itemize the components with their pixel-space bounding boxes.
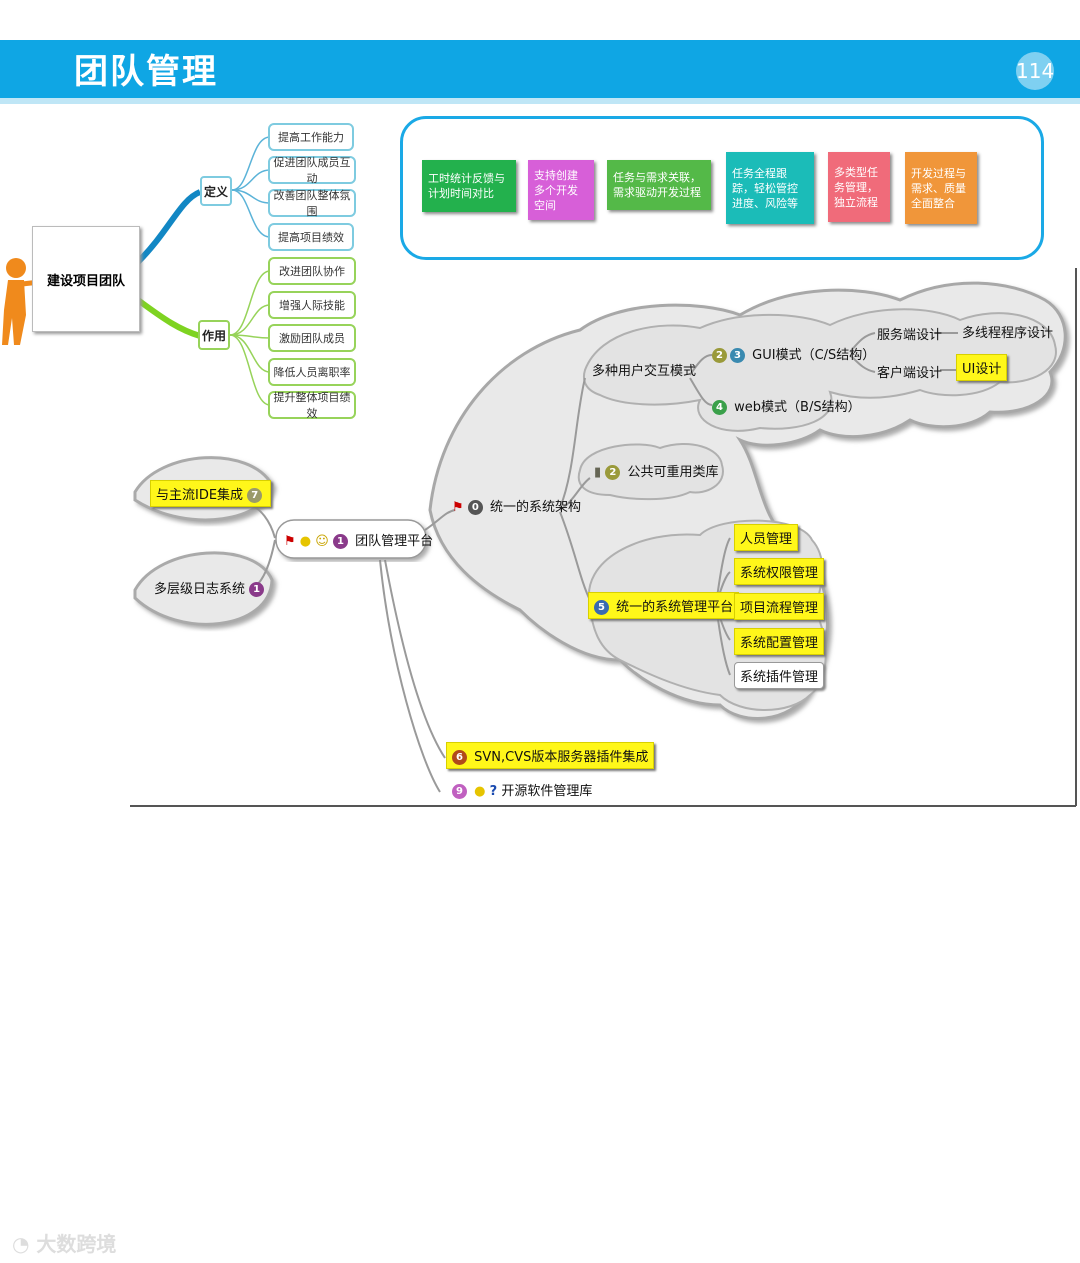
presenter-figure-icon [2, 258, 41, 345]
definition-item: 提高工作能力 [268, 123, 354, 151]
mindmap-center-node: ⚑ ● ☺ 1 团队管理平台 [284, 534, 434, 549]
badge-4: 4 [712, 400, 727, 415]
node-ide-integration: 与主流IDE集成 7 [150, 480, 272, 507]
feature-card: 多类型任务管理，独立流程 [828, 152, 890, 222]
mgmt-item: 系统配置管理 [734, 628, 825, 655]
watermark-logo-icon: ◔ [12, 1232, 30, 1256]
bulb-icon: ● [299, 534, 312, 549]
category-function: 作用 [198, 320, 230, 350]
root-board: 建设项目团队 [32, 226, 140, 332]
node-architecture: ⚑ 0 统一的系统架构 [452, 500, 581, 515]
badge-2: 2 [605, 465, 621, 480]
badge-7: 7 [247, 488, 263, 503]
definition-item: 提高项目绩效 [268, 223, 354, 251]
function-item: 激励团队成员 [268, 324, 356, 352]
badge-9: 9 [452, 784, 467, 799]
left-tree-connectors [2, 136, 271, 406]
feature-card: 任务全程跟踪，轻松管控进度、风险等 [726, 152, 814, 224]
node-server-design: 服务端设计 [877, 328, 943, 343]
node-interaction-modes: 多种用户交互模式 [592, 364, 697, 379]
badge-1: 1 [332, 534, 348, 549]
feature-card: 任务与需求关联，需求驱动开发过程 [607, 160, 711, 210]
mgmt-item: 项目流程管理 [734, 593, 825, 620]
node-web-mode: 4 web模式（B/S结构） [712, 396, 861, 415]
node-reusable-library: ▮ 2 公共可重用类库 [594, 465, 719, 480]
node-log-system: 多层级日志系统 1 [154, 578, 267, 597]
mgmt-item: 系统权限管理 [734, 558, 825, 585]
function-item: 改进团队协作 [268, 257, 356, 285]
definition-item: 促进团队成员互动 [268, 156, 356, 185]
page-title: 团队管理 [74, 52, 218, 92]
page-number-badge: 114 [1016, 52, 1054, 90]
badge-2: 2 [712, 348, 727, 363]
flag-icon: ⚑ [284, 534, 296, 549]
category-definition: 定义 [200, 176, 232, 206]
mindmap-clouds [130, 268, 1077, 807]
feature-card: 支持创建多个开发空间 [528, 160, 594, 220]
feature-card: 开发过程与需求、质量全面整合 [905, 152, 977, 224]
header-underline [0, 98, 1080, 104]
mgmt-item: 人员管理 [734, 524, 799, 551]
node-open-source: 9 ● ? 开源软件管理库 [452, 780, 592, 799]
question-icon: ? [489, 784, 498, 799]
function-item: 增强人际技能 [268, 291, 356, 319]
feature-card: 工时统计反馈与计划时间对比 [422, 160, 516, 212]
badge-3: 3 [730, 348, 745, 363]
badge-1: 1 [249, 582, 265, 597]
flag-icon: ⚑ [452, 500, 464, 515]
badge-0: 0 [467, 500, 483, 515]
bulb-icon: ● [474, 784, 486, 799]
mgmt-item: 系统插件管理 [734, 662, 825, 689]
node-ui-design: UI设计 [956, 354, 1008, 381]
node-management-platform: 5 统一的系统管理平台 [588, 592, 740, 619]
node-multithread-design: 多线程程序设计 [962, 326, 1054, 341]
smiley-icon: ☺ [315, 534, 329, 549]
watermark: ◔ 大数跨境 [12, 1232, 117, 1256]
function-item: 提升整体项目绩效 [268, 391, 356, 420]
badge-6: 6 [452, 750, 467, 765]
function-item: 降低人员离职率 [268, 358, 356, 386]
header-bar [0, 40, 1080, 98]
badge-5: 5 [594, 600, 609, 615]
bottle-icon: ▮ [594, 465, 602, 480]
node-client-design: 客户端设计 [877, 366, 943, 381]
node-svn-cvs: 6 SVN,CVS版本服务器插件集成 [446, 742, 655, 769]
definition-item: 改善团队整体氛围 [268, 189, 356, 218]
